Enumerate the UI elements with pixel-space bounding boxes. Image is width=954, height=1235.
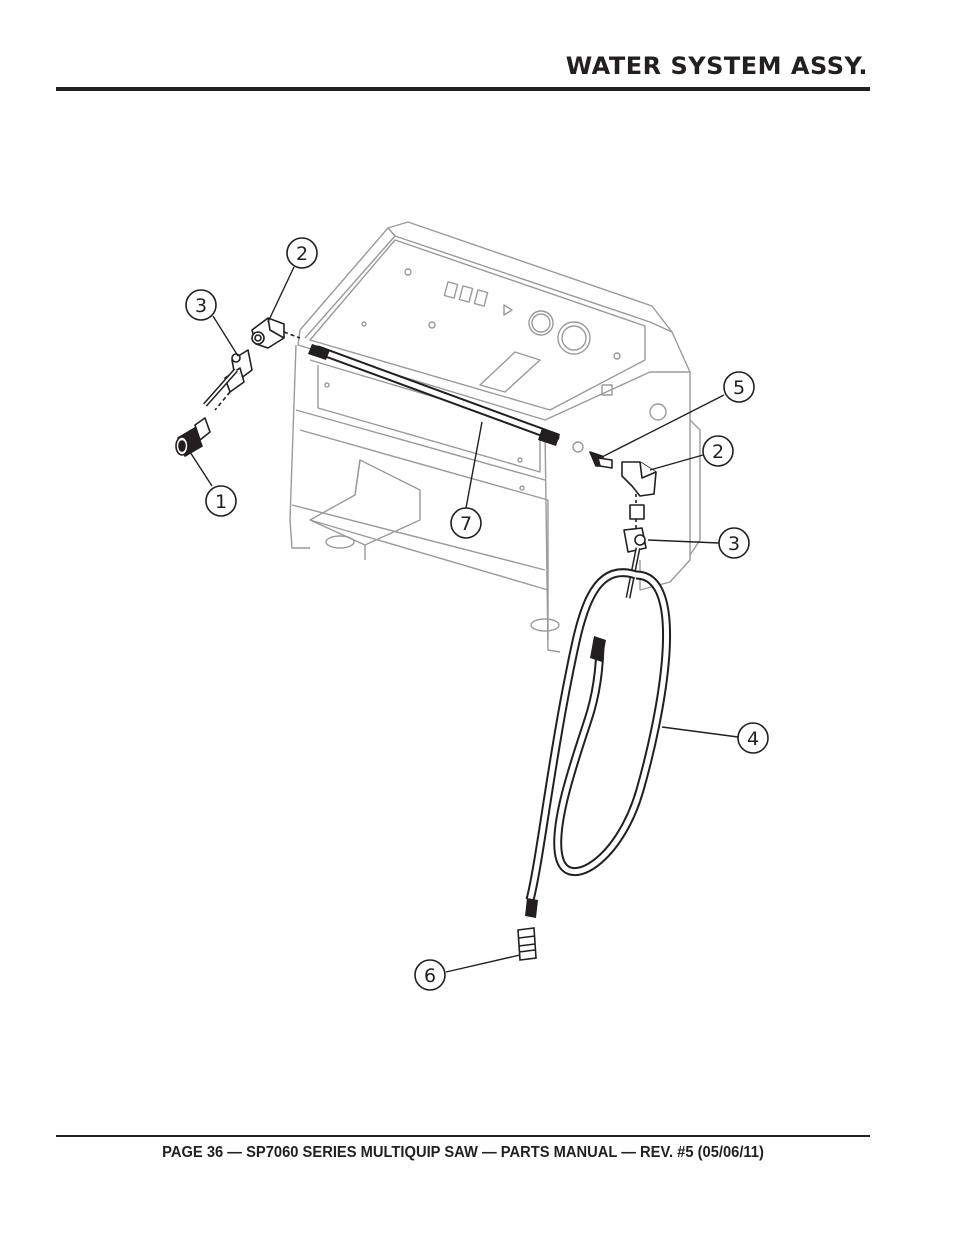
hose-7: [308, 344, 560, 446]
callout-5: 5: [723, 371, 755, 403]
callout-1: 1: [205, 485, 237, 517]
callout-2-upper-left: 2: [286, 237, 318, 269]
callout-3-right: 3: [718, 527, 750, 559]
callout-6: 6: [414, 959, 446, 991]
header-rule: [56, 87, 870, 91]
callout-7: 7: [450, 507, 482, 539]
svg-text:3: 3: [728, 533, 740, 555]
svg-text:2: 2: [296, 243, 308, 265]
callout-3-upper-left: 3: [185, 289, 217, 321]
svg-text:3: 3: [195, 295, 207, 317]
saw-frame: [289, 221, 701, 653]
svg-text:1: 1: [215, 491, 227, 513]
page-footer: PAGE 36 — SP7060 SERIES MULTIQUIP SAW — …: [162, 1144, 764, 1161]
leader-lines: [189, 266, 739, 973]
svg-text:7: 7: [460, 513, 472, 535]
svg-text:6: 6: [424, 965, 436, 987]
hose-4: [525, 568, 672, 918]
svg-text:5: 5: [733, 377, 745, 399]
page-title: WATER SYSTEM ASSY.: [565, 52, 868, 80]
left-valve-assembly: [175, 317, 301, 457]
callout-4: 4: [737, 722, 769, 754]
footer-rule: [56, 1135, 870, 1137]
coupling-6: [517, 927, 537, 961]
svg-text:4: 4: [747, 728, 759, 750]
svg-text:2: 2: [712, 441, 724, 463]
callout-2-right: 2: [702, 435, 734, 467]
right-fittings: [589, 451, 657, 599]
